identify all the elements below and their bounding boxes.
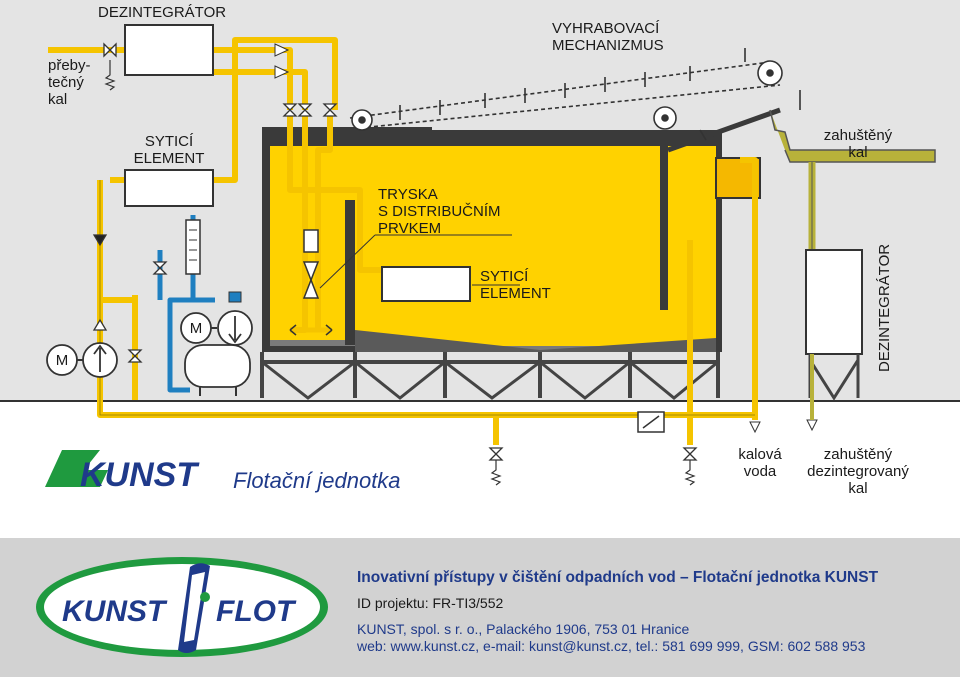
flow-arrow-2 xyxy=(274,65,290,79)
mid-motor: M xyxy=(180,312,217,344)
label-excess-sludge-1: přeby- xyxy=(48,57,91,74)
mid-pump xyxy=(217,291,253,346)
kunst-flot-logo-left: KUNST xyxy=(62,595,168,628)
label-nozzle-2: S DISTRIBUČNÍM xyxy=(378,203,501,220)
support-frame xyxy=(260,352,720,400)
footer-contact: web: www.kunst.cz, e-mail: kunst@kunst.c… xyxy=(357,638,866,654)
label-mid-sat-2: ELEMENT xyxy=(480,285,551,302)
flotation-tank xyxy=(262,107,781,352)
footer-title: Inovativní přístupy v čištění odpadních … xyxy=(357,569,879,586)
label-nozzle-1: TRYSKA xyxy=(378,186,438,203)
scraper-mechanism xyxy=(349,48,801,141)
diagram-labels: DEZINTEGRÁTOR přeby- tečný kal VYHRABOVA… xyxy=(48,4,909,497)
label-excess-sludge-3: kal xyxy=(48,91,67,108)
footer-company: KUNST, spol. s r. o., Palackého 1906, 75… xyxy=(357,621,690,637)
drain-springs xyxy=(104,60,696,486)
label-top-disintegrator: DEZINTEGRÁTOR xyxy=(98,4,226,21)
label-mid-sat-1: SYTICÍ xyxy=(480,268,529,285)
label-thickened-1: zahuštěný xyxy=(824,127,893,144)
label-scraper-2: MECHANIZMUS xyxy=(552,37,664,54)
label-thick-dis-2: dezintegrovaný xyxy=(807,463,909,480)
flow-meter xyxy=(185,219,201,275)
label-left-sat-2: ELEMENT xyxy=(134,150,205,167)
label-sludge-water-2: voda xyxy=(744,463,777,480)
mid-motor-label: M xyxy=(190,320,203,337)
label-nozzle-3: PRVKEM xyxy=(378,220,441,237)
left-motor-label: M xyxy=(56,352,69,369)
nozzle-with-distributor xyxy=(289,229,512,336)
kunst-logo-small: KUNST xyxy=(45,450,200,494)
footer-project-id: ID projektu: FR-TI3/552 xyxy=(357,595,504,611)
measuring-gauge xyxy=(637,411,665,433)
outlet-arrow-1 xyxy=(749,421,761,434)
left-pump xyxy=(82,342,118,378)
label-sludge-water-1: kalová xyxy=(738,446,782,463)
label-thick-dis-1: zahuštěný xyxy=(824,446,893,463)
valves xyxy=(92,42,698,461)
left-motor: M xyxy=(46,344,83,376)
left-saturating-element xyxy=(124,169,214,207)
unit-title: Flotační jednotka xyxy=(233,468,401,493)
kunst-logo-small-text: KUNST xyxy=(80,456,200,494)
sludge-channel xyxy=(769,109,936,250)
top-disintegrator xyxy=(124,24,214,76)
label-thick-dis-3: kal xyxy=(848,480,867,497)
label-right-disintegrator: DEZINTEGRÁTOR xyxy=(876,244,893,372)
pressure-vessel xyxy=(184,344,251,396)
mid-saturating-element xyxy=(381,266,471,302)
label-thickened-2: kal xyxy=(848,144,867,161)
yellow-pipe-outline xyxy=(99,180,755,416)
kunst-flot-logo-right: FLOT xyxy=(216,595,297,628)
outlet-arrow-2 xyxy=(806,419,818,432)
flow-arrow-1 xyxy=(274,43,290,57)
label-excess-sludge-2: tečný xyxy=(48,74,84,91)
label-scraper-1: VYHRABOVACÍ xyxy=(552,20,660,37)
label-left-sat-1: SYTICÍ xyxy=(145,133,194,150)
kunst-flot-logo: KUNST FLOT xyxy=(36,557,328,657)
